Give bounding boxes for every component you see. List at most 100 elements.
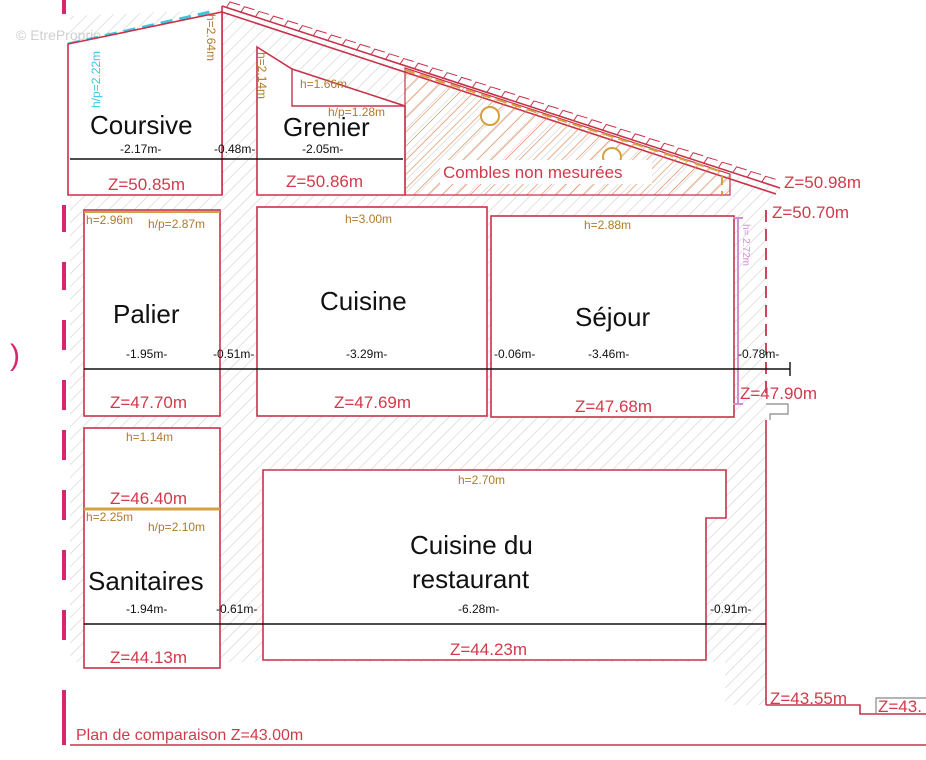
restaurant-height: h=2.70m bbox=[458, 473, 505, 487]
grenier-name: Grenier bbox=[283, 112, 370, 142]
roof-tile bbox=[341, 39, 356, 46]
roof-tile bbox=[240, 6, 255, 13]
sanitaires-level-mid: Z=46.40m bbox=[110, 489, 187, 508]
dim-mid-3: -3.29m- bbox=[346, 347, 387, 361]
sanitaires-name: Sanitaires bbox=[88, 566, 204, 596]
sejour-height-right: h= 2.72m bbox=[740, 224, 751, 266]
exterior-level-mid: Z=47.90m bbox=[740, 384, 817, 403]
palier-height: h=2.96m bbox=[86, 213, 133, 227]
dim-bottom-1: -1.94m- bbox=[126, 602, 167, 616]
palier-level: Z=47.70m bbox=[110, 393, 187, 412]
sejour-name: Séjour bbox=[575, 302, 650, 332]
restaurant-room bbox=[262, 469, 727, 661]
grenier-height-pitch: h/p=1.28m bbox=[328, 105, 385, 119]
grenier-height-left: h=2.14m bbox=[255, 52, 269, 99]
roof-tile bbox=[558, 109, 574, 117]
roof-tile bbox=[413, 62, 429, 70]
sanitaires-height: h=2.25m bbox=[86, 510, 133, 524]
roof-tile bbox=[703, 156, 718, 164]
roof-tile bbox=[370, 48, 385, 56]
palier-name: Palier bbox=[113, 299, 180, 329]
dim-mid-5: -3.46m- bbox=[588, 347, 629, 361]
roof-tile bbox=[326, 34, 342, 42]
roof-tile bbox=[688, 152, 704, 160]
coursive-name: Coursive bbox=[90, 110, 193, 140]
sanitaires-height-upper: h=1.14m bbox=[126, 430, 173, 444]
roof-tile bbox=[630, 133, 646, 141]
roof-tile bbox=[457, 76, 472, 84]
roof-tile bbox=[746, 170, 762, 178]
coursive-height: h=2.64m bbox=[204, 14, 218, 61]
cuisine-height: h=3.00m bbox=[345, 212, 392, 226]
dim-mid-2: -0.51m- bbox=[213, 347, 254, 361]
roof-tile bbox=[486, 86, 501, 94]
sejour-level: Z=47.68m bbox=[575, 397, 652, 416]
coursive-height-pitch: h/p=2.22m bbox=[89, 51, 103, 108]
exterior-ground-step bbox=[766, 704, 926, 715]
sejour-height: h=2.88m bbox=[584, 218, 631, 232]
palier-room bbox=[83, 209, 221, 417]
grenier-height: h=1.66m bbox=[300, 77, 347, 91]
roof-tile bbox=[254, 10, 270, 18]
roof-tile bbox=[616, 128, 631, 136]
coursive-room bbox=[67, 11, 223, 196]
roof-tile bbox=[428, 67, 443, 75]
roof-tile bbox=[732, 166, 747, 174]
coursive-level: Z=50.85m bbox=[108, 175, 185, 194]
roof-tile bbox=[572, 114, 588, 122]
roof-tile bbox=[515, 95, 530, 103]
exterior-step bbox=[766, 403, 789, 420]
exterior-level-low2-box bbox=[875, 697, 926, 714]
dim-bottom-4: -0.91m- bbox=[710, 602, 751, 616]
dim-bottom-3: -6.28m- bbox=[458, 602, 499, 616]
roof-level-top: Z=50.98m bbox=[784, 173, 861, 192]
left-edge-bracket: ) bbox=[10, 339, 20, 372]
palier-height-pitch: h/p=2.87m bbox=[148, 217, 205, 231]
roof-tile bbox=[312, 29, 327, 37]
dim-top-1: -2.17m- bbox=[120, 142, 161, 156]
dim-bottom-2: -0.61m- bbox=[216, 602, 257, 616]
roof-tile bbox=[500, 90, 516, 98]
combles-label-bg bbox=[440, 160, 652, 184]
roof-tile bbox=[587, 119, 602, 127]
grenier-level: Z=50.86m bbox=[286, 172, 363, 191]
cuisine-level: Z=47.69m bbox=[334, 393, 411, 412]
roof-tile bbox=[442, 72, 458, 79]
sanitaires-level: Z=44.13m bbox=[110, 648, 187, 667]
cuisine-room bbox=[256, 206, 488, 417]
roof-tile bbox=[761, 175, 776, 183]
roof-tile bbox=[529, 100, 545, 108]
roof-tile bbox=[601, 123, 617, 131]
roof-tile bbox=[384, 53, 400, 61]
roof-tile bbox=[297, 24, 313, 32]
dim-mid-4: -0.06m- bbox=[494, 347, 535, 361]
restaurant-name-line1: Cuisine du bbox=[410, 530, 533, 560]
roof-tile bbox=[283, 20, 299, 28]
roof-tiles bbox=[225, 1, 776, 183]
roof-level-under: Z=50.70m bbox=[772, 203, 849, 222]
cuisine-name: Cuisine bbox=[320, 286, 407, 316]
combles-name: Combles non mesurées bbox=[443, 163, 623, 182]
sanitaires-height-pitch: h/p=2.10m bbox=[148, 520, 205, 534]
dim-top-2: -0.48m- bbox=[214, 142, 255, 156]
roof-tile bbox=[225, 1, 241, 9]
comparison-plane-label: Plan de comparaison Z=43.00m bbox=[76, 727, 303, 744]
roof-tile bbox=[674, 147, 689, 155]
roof-tile bbox=[399, 57, 414, 65]
dim-mid-1: -1.95m- bbox=[126, 347, 167, 361]
roof-tile bbox=[544, 105, 559, 112]
roof-tile bbox=[717, 161, 733, 169]
dim-mid-6: -0.78m- bbox=[738, 347, 779, 361]
roof-tile bbox=[471, 81, 487, 89]
roof-tile bbox=[659, 142, 675, 150]
restaurant-name-line2: restaurant bbox=[412, 564, 530, 594]
combles-marker-1 bbox=[480, 106, 500, 126]
roof-tile bbox=[645, 138, 660, 145]
sanitaires-room bbox=[83, 427, 221, 669]
roof-tile bbox=[269, 15, 284, 23]
dim-top-3: -2.05m- bbox=[302, 142, 343, 156]
restaurant-level: Z=44.23m bbox=[450, 640, 527, 659]
exterior-level-low-cut: Z=43. bbox=[878, 697, 922, 716]
grenier-inner-line bbox=[291, 69, 405, 107]
